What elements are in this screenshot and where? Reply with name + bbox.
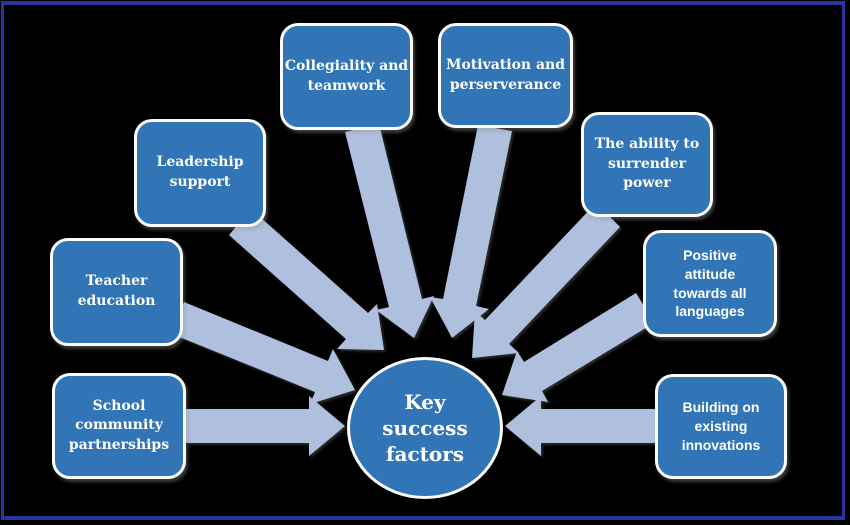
factor-box-building: Building on existing innovations — [655, 374, 787, 479]
arrow-from-collegiality — [345, 124, 434, 338]
center-circle: Key success factors — [347, 357, 503, 499]
arrow-from-building — [505, 396, 656, 456]
factor-box-collegiality: Collegiality and teamwork — [280, 23, 413, 130]
arrow-from-teacher — [172, 302, 355, 404]
factor-label-school: School community partnerships — [68, 397, 170, 453]
factor-label-leadership: Leadership support — [156, 154, 244, 190]
arrow-from-motivation — [430, 125, 512, 338]
factor-box-school: School community partnerships — [52, 373, 186, 479]
factor-box-teacher: Teacher education — [50, 238, 183, 346]
factor-label-collegiality: Collegiality and teamwork — [284, 57, 409, 94]
factor-label-teacher: Teacher education — [77, 273, 156, 309]
factor-label-building: Building on existing innovations — [681, 399, 761, 453]
arrow-from-leadership — [229, 209, 384, 350]
arrow-from-school — [186, 396, 345, 456]
factor-box-motivation: Motivation and perserverance — [438, 23, 573, 128]
factor-label-ability: The ability to surrender power — [594, 136, 700, 192]
factor-box-leadership: Leadership support — [134, 119, 266, 227]
factor-box-positive: Positive attitude towards all languages — [643, 230, 777, 337]
factor-label-motivation: Motivation and perserverance — [445, 56, 566, 93]
factor-box-ability: The ability to surrender power — [581, 112, 713, 217]
arrow-from-ability — [472, 203, 620, 358]
factor-label-positive: Positive attitude towards all languages — [673, 246, 747, 320]
arrow-from-positive — [502, 293, 654, 402]
center-circle-label: Key success factors — [382, 390, 468, 466]
